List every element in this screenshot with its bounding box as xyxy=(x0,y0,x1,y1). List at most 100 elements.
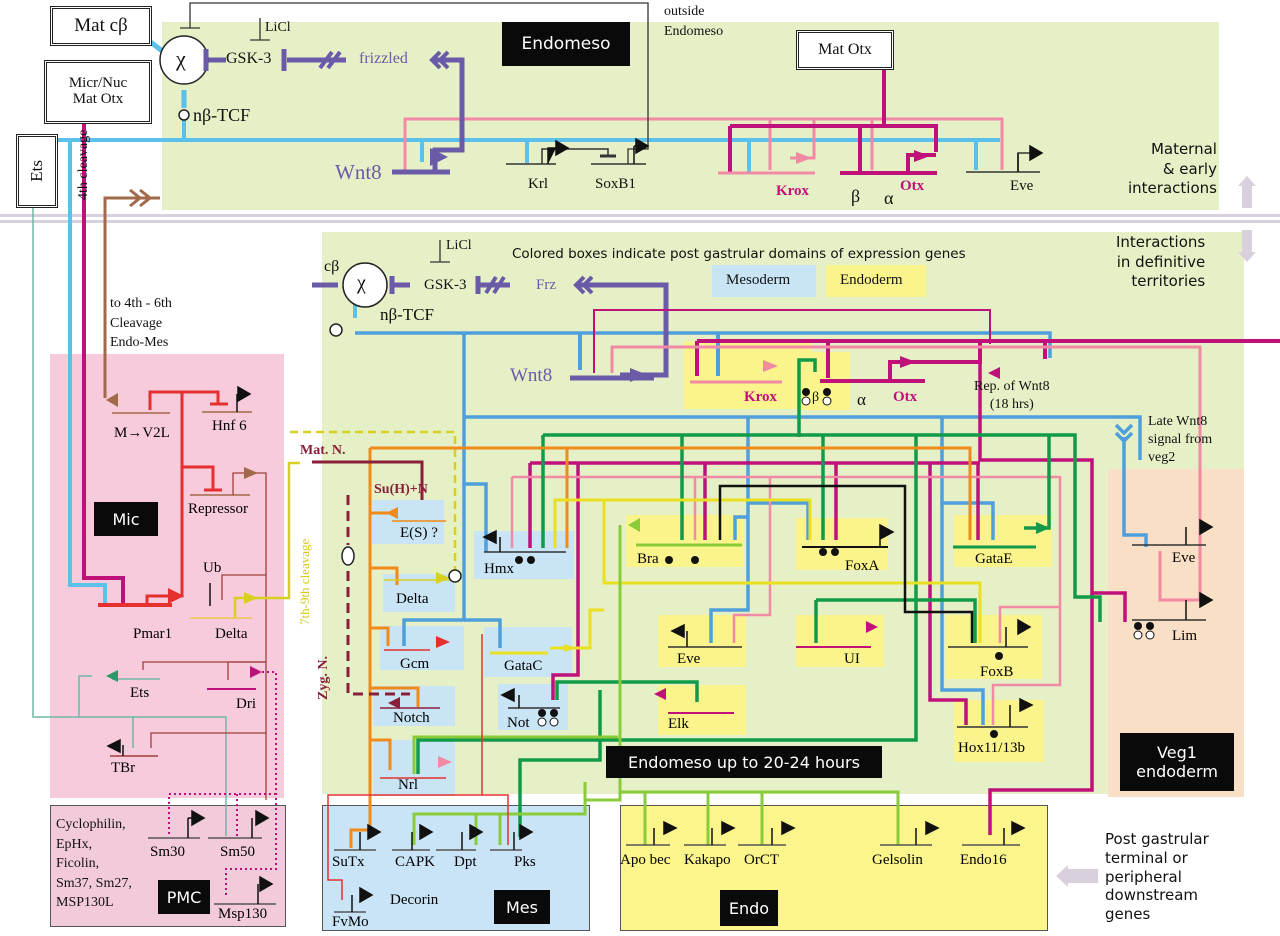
section-divider-2 xyxy=(0,220,1280,223)
promoter-arrow xyxy=(1005,618,1032,647)
zyg-n-label: Zyg. N. xyxy=(316,656,331,700)
chi-label-def: χ xyxy=(357,272,366,294)
eve-def-label: Eve xyxy=(677,651,701,667)
edge-blue-hmx-down xyxy=(462,333,488,552)
endo16-label: Endo16 xyxy=(960,852,1007,868)
binding-site xyxy=(831,548,839,556)
edge-green-down xyxy=(416,435,918,774)
promoter-arrow-bra xyxy=(628,518,640,532)
edge-blue-hox xyxy=(940,503,985,725)
edge-blue-gcm xyxy=(402,484,466,646)
promoter-arrow xyxy=(359,823,382,850)
sm30-label: Sm30 xyxy=(150,844,186,860)
promoter-arrow xyxy=(251,809,270,838)
cleavage-7th-9th-label: 7th-9th cleavage xyxy=(297,538,312,625)
edge-green-gatae xyxy=(1024,435,1051,530)
pmc-title: PMC xyxy=(158,880,210,914)
promoter-arrow xyxy=(1185,591,1214,620)
promoter-arrow-elk xyxy=(654,688,666,700)
foxa-label: FoxA xyxy=(845,558,880,574)
binding-site xyxy=(802,388,810,396)
alpha-label-def: α xyxy=(857,390,866,409)
edge-red-pks xyxy=(482,794,509,845)
dri-label: Dri xyxy=(236,696,256,712)
edge-micrnuc-pmar1 xyxy=(82,122,125,605)
licl-label-def: LiCl xyxy=(446,238,472,253)
edge-yellow-foxb xyxy=(602,500,982,643)
edge-orange-down xyxy=(349,448,372,848)
edge-repressor-tbr xyxy=(150,732,266,748)
hox-endoderm-box xyxy=(954,700,1044,762)
binding-site xyxy=(823,388,831,396)
edge-delta-yellow xyxy=(233,461,300,618)
bra-endoderm-box xyxy=(626,515,744,567)
nrl-label: Nrl xyxy=(398,777,418,793)
edge-pmar1-up xyxy=(145,390,184,605)
promoter-arrow xyxy=(711,820,736,845)
es-mesoderm-box xyxy=(372,500,444,544)
foxb-label: FoxB xyxy=(980,664,1014,680)
edge-green-main xyxy=(543,433,1102,622)
up-arrow-icon xyxy=(1238,176,1256,186)
binding-site xyxy=(665,556,673,564)
edge-dashed-yellow xyxy=(290,430,457,574)
edge-orange-gcm xyxy=(370,626,390,646)
binding-site xyxy=(538,709,546,717)
msp130-label: Msp130 xyxy=(218,906,268,922)
micr-nuc-mat-otx-box: Micr/Nuc Mat Otx xyxy=(44,60,152,124)
edge-red-gcm xyxy=(327,634,483,900)
edge-tcf-down-left xyxy=(68,140,107,605)
promoter-arrow-dri xyxy=(250,666,262,678)
promoter-arrow xyxy=(1017,144,1044,172)
edge-green-ui-foxb xyxy=(816,598,977,643)
alpha-label-top: α xyxy=(884,188,894,208)
promoter-arrow xyxy=(915,820,940,845)
dpt-label: Dpt xyxy=(454,854,477,870)
edge-teal-sm50 xyxy=(133,716,227,836)
gatac-label: GataC xyxy=(504,658,543,674)
edge-green-pks xyxy=(518,690,602,837)
edge-wnt8-frz xyxy=(576,282,669,378)
veg1-endoderm-title: Veg1 endoderm xyxy=(1120,733,1234,791)
licl-inhibitor-top xyxy=(250,18,270,41)
tcf-label-top: nβ-TCF xyxy=(193,105,251,125)
otx-label-def: Otx xyxy=(893,389,918,405)
promoter-arrow-nrl xyxy=(438,756,452,768)
late-wnt8-label: Late Wnt8 signal from veg2 xyxy=(1148,414,1213,466)
binding-site xyxy=(990,730,998,738)
edge-blue-bra xyxy=(733,515,748,540)
promoter-arrow xyxy=(879,523,895,547)
licl-inhibitor-def xyxy=(430,240,450,263)
tcf-node-def xyxy=(329,323,343,337)
krl-label: Krl xyxy=(528,176,548,192)
rep-wnt8-label: Rep. of Wnt8 (18 hrs) xyxy=(974,379,1050,412)
edge-orange-main xyxy=(370,446,972,540)
promoter-arrow-gcm xyxy=(436,636,450,648)
gsk-slash-top xyxy=(318,50,342,70)
left-arrow-icon xyxy=(1056,865,1068,887)
suh-n-label: Su(H)+N xyxy=(374,482,428,497)
promoter-arrow-wnt8-def xyxy=(630,368,648,382)
promoter-arrow-notch xyxy=(388,697,400,709)
krox-label-def: Krox xyxy=(744,389,778,405)
edge-dri-pmc xyxy=(225,671,277,895)
edge-pink-eve xyxy=(732,477,772,643)
delta-mic-label: Delta xyxy=(215,626,248,642)
edge-otx-to-right xyxy=(888,340,982,381)
decorin-label: Decorin xyxy=(390,892,439,908)
edge-lgreen-endo xyxy=(620,790,900,845)
binding-site-open xyxy=(801,396,811,406)
binding-site xyxy=(527,556,535,564)
edge-yellow-main xyxy=(560,498,812,540)
edge-green-not xyxy=(555,680,600,700)
edge-soxb1-chi xyxy=(189,2,649,164)
promoter-arrow-repressor xyxy=(244,467,258,479)
mes-title: Mes xyxy=(494,890,550,924)
fvmo-label: FvMo xyxy=(332,914,369,930)
elk-label: Elk xyxy=(668,716,689,732)
endomeso-footer-label: Endomeso up to 20-24 hours xyxy=(606,746,882,778)
gelsolin-label: Gelsolin xyxy=(872,852,923,868)
promoter-arrow xyxy=(633,137,650,164)
cbeta-label-def: cβ xyxy=(324,258,340,275)
edge-matn-suh xyxy=(312,460,424,500)
